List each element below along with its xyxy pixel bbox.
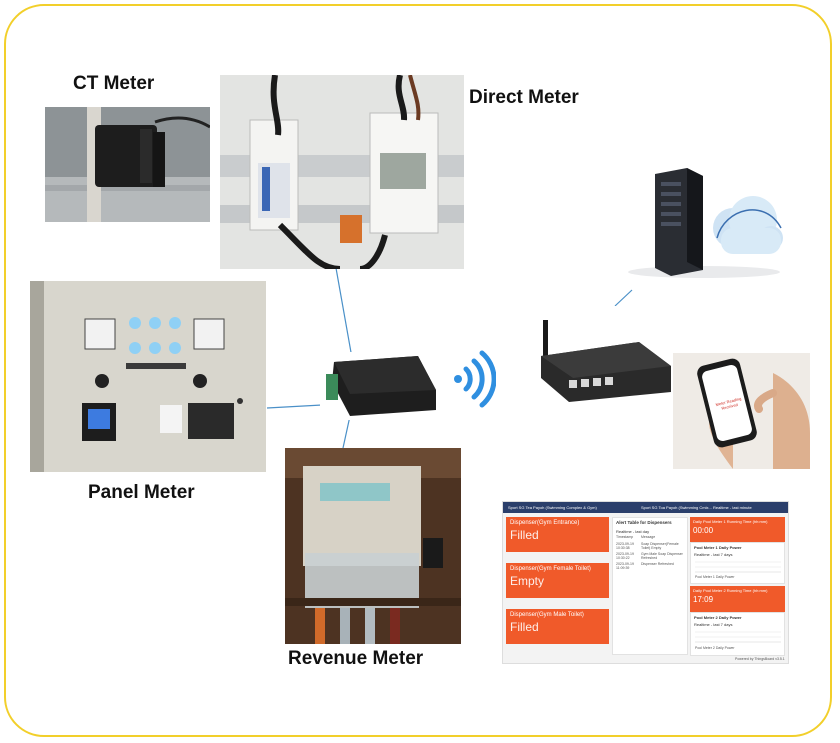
pool-chart-legend: Pool Meter 1 Daily Power <box>695 575 735 579</box>
pool-chart-plot <box>695 561 781 573</box>
alert-row-time: 2023-09-19 11:09:39 <box>616 562 634 570</box>
server-cloud-image <box>625 168 783 280</box>
ct-meter-label: CT Meter <box>73 73 155 94</box>
pool-chart-subtitle: Realtime - last 7 days <box>694 552 733 557</box>
direct-meter-photo <box>220 75 464 269</box>
pool-chart-plot <box>695 631 781 643</box>
dispenser-card-name: Dispenser(Gym Entrance) <box>510 520 580 526</box>
pool-runtime-title: Daily Pool Meter 1 Running Time (hh:mm) <box>693 519 768 524</box>
dispenser-card-name: Dispenser(Gym Female Toilet) <box>510 566 591 572</box>
alert-table-subtitle: Realtime - last day <box>616 529 650 534</box>
connector-direct-to-gateway <box>335 267 353 359</box>
dispenser-card[interactable]: Dispenser(Gym Entrance) Filled <box>506 517 609 552</box>
dashboard-footer: Powered by ThingsBoard v3.5.1 <box>735 657 785 661</box>
dispenser-card-state: Empty <box>510 574 545 588</box>
dashboard-header-right: Realtime - last minute <box>713 505 752 510</box>
phone-in-hand-image: Meter Reading Received <box>673 353 810 469</box>
gateway-device <box>320 352 438 420</box>
wifi-signal-icon <box>454 350 496 408</box>
alert-table-card: Alert Table for Dispensers Realtime - la… <box>612 517 688 655</box>
connector-revenue-to-gateway <box>342 415 351 449</box>
revenue-meter-photo <box>285 448 461 644</box>
pool-runtime-value: 17:09 <box>693 595 714 604</box>
alert-col-message: Message <box>641 535 656 539</box>
revenue-meter-label: Revenue Meter <box>288 648 424 669</box>
connector-router-to-server <box>614 289 633 307</box>
alert-row-message: Gym Male Soap Dispenser Refreshed <box>641 552 683 560</box>
alert-row-message: Soap Dispenser(Female Toilet) Empty <box>641 542 679 550</box>
dashboard-header: Sport SG Tea Payoh (Swimming Complex & G… <box>503 502 788 513</box>
alert-table-title: Alert Table for Dispensers <box>616 520 672 525</box>
dispenser-card-state: Filled <box>510 620 539 634</box>
cloud-icon <box>713 196 783 254</box>
alert-row-time: 2023-09-19 10:30:22 <box>616 552 634 560</box>
alert-row-time: 2023-09-19 10:30:38 <box>616 542 634 550</box>
pool-chart-subtitle: Realtime - last 7 days <box>694 622 733 627</box>
alert-col-timestamp: Timestamp <box>616 535 634 539</box>
panel-meter-label: Panel Meter <box>88 482 195 503</box>
dispenser-card[interactable]: Dispenser(Gym Female Toilet) Empty <box>506 563 609 598</box>
pool-power-chart: Pool Meter 2 Daily Power Realtime - last… <box>690 612 785 656</box>
pool-runtime-title: Daily Pool Meter 2 Running Time (hh:mm) <box>693 588 768 593</box>
router-image <box>521 306 677 407</box>
direct-meter-label: Direct Meter <box>469 87 579 108</box>
connector-panel-to-gateway <box>266 404 323 409</box>
alert-row-message: Dispenser Refreshed <box>641 562 674 566</box>
dashboard-screenshot: Sport SG Tea Payoh (Swimming Complex & G… <box>502 501 789 664</box>
panel-meter-photo <box>30 281 266 472</box>
pool-runtime-tile[interactable]: Daily Pool Meter 2 Running Time (hh:mm) … <box>690 586 785 612</box>
pool-runtime-value: 00:00 <box>693 526 714 535</box>
ct-meter-photo <box>45 107 210 222</box>
pool-power-chart: Pool Meter 1 Daily Power Realtime - last… <box>690 542 785 584</box>
pool-chart-legend: Pool Meter 2 Daily Power <box>695 646 735 650</box>
dispenser-card[interactable]: Dispenser(Gym Male Toilet) Filled <box>506 609 609 644</box>
pool-chart-title: Pool Meter 1 Daily Power <box>694 545 742 550</box>
dispenser-card-name: Dispenser(Gym Male Toilet) <box>510 612 584 618</box>
pool-chart-title: Pool Meter 2 Daily Power <box>694 615 742 620</box>
dashboard-title: Sport SG Tea Payoh (Swimming Complex & G… <box>508 505 597 510</box>
dispenser-card-state: Filled <box>510 528 539 542</box>
pool-runtime-tile[interactable]: Daily Pool Meter 1 Running Time (hh:mm) … <box>690 517 785 543</box>
diagram-frame <box>4 4 832 737</box>
dashboard-header-center: Sport SG Toa Payoh (Swimming Cmlx... <box>641 505 712 510</box>
